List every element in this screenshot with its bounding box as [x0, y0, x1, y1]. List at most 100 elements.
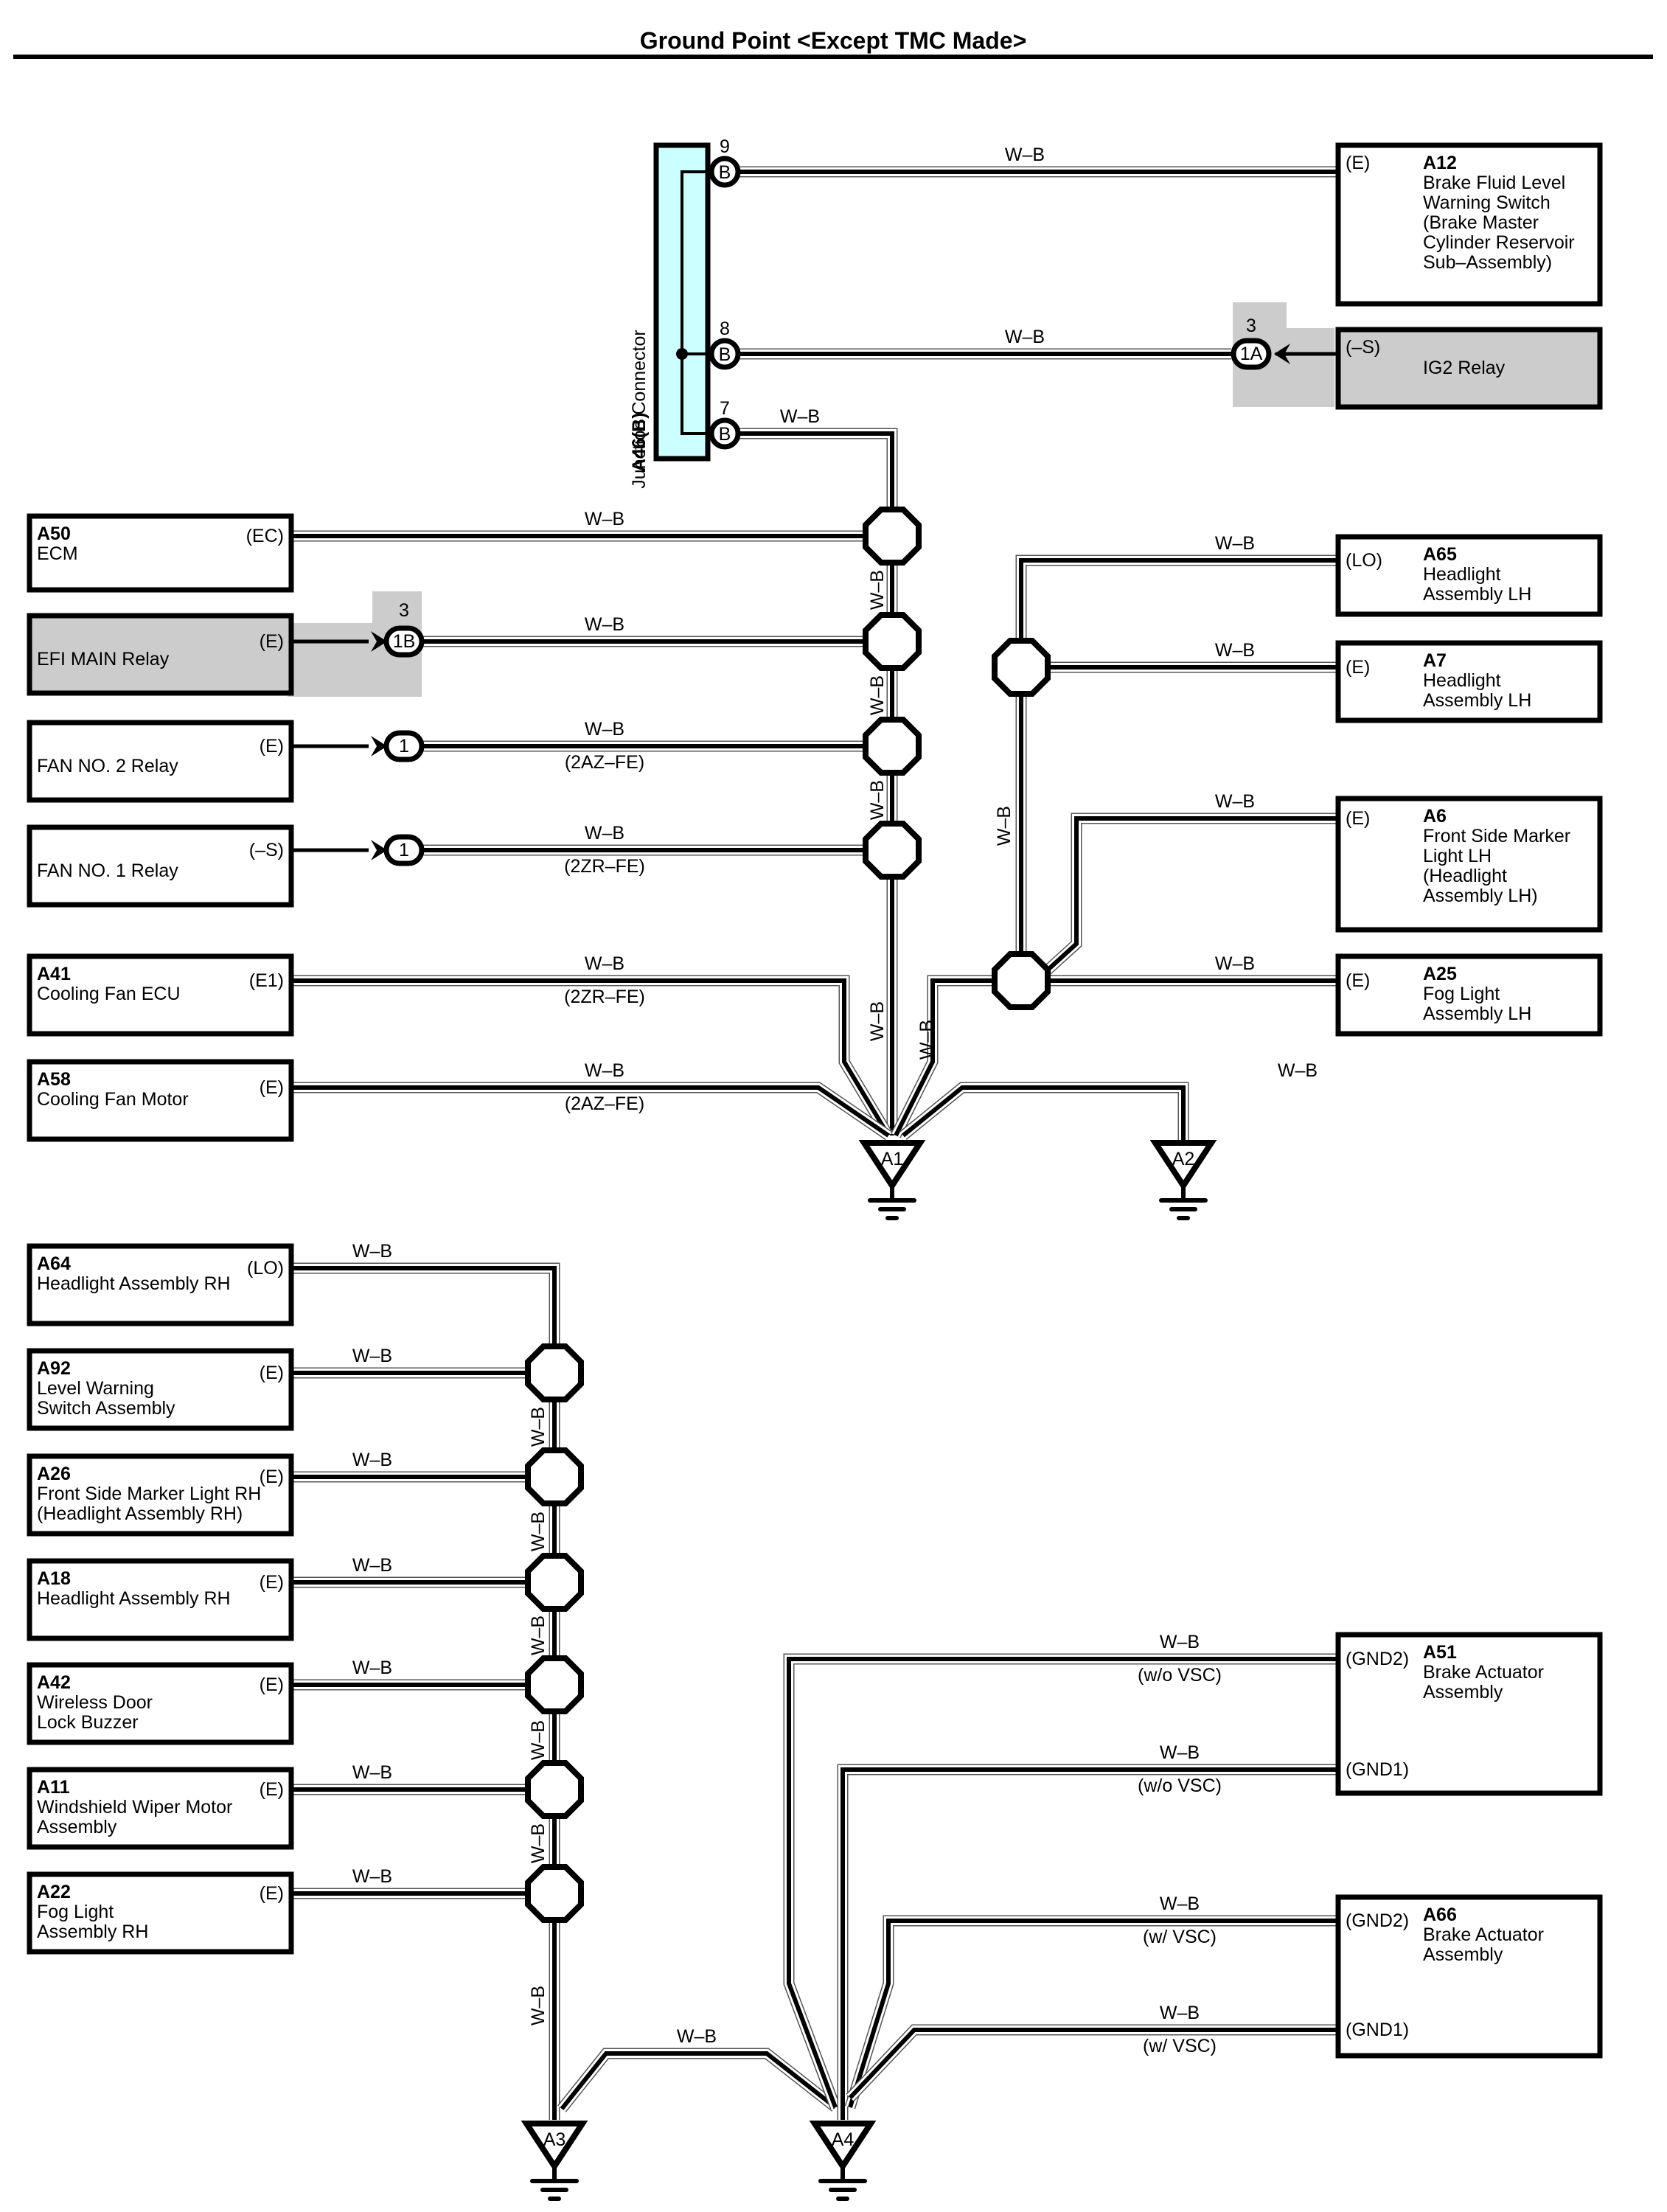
wire-color-label: W–B: [352, 1241, 392, 1262]
wire-a64: [291, 1266, 557, 2120]
wire-variant-label: (2AZ–FE): [565, 1093, 644, 1114]
component-name: Assembly LH): [1423, 886, 1538, 906]
component-name: Assembly LH: [1423, 1004, 1531, 1024]
terminal-label: (E): [260, 1779, 284, 1800]
wire-color-label: W–B: [352, 1555, 392, 1576]
efi-connector-arrow: [371, 631, 387, 652]
wire-a41: [291, 978, 891, 1137]
component-name: (Headlight Assembly RH): [37, 1503, 243, 1524]
terminal-label: (EC): [246, 526, 284, 546]
component-code: A25: [1423, 964, 1457, 984]
terminal-label: (E): [260, 1077, 284, 1098]
component-name: Level Warning: [37, 1378, 154, 1399]
terminal-label: (LO): [1346, 550, 1382, 571]
component-ig2[interactable]: IG2 Relay(–S): [1335, 327, 1603, 410]
component-box: [1335, 1632, 1603, 1796]
component-name: Light LH: [1423, 846, 1492, 866]
component-box: [1335, 142, 1603, 307]
terminal-label: (LO): [247, 1258, 284, 1279]
wire-a6-outline: [1031, 813, 1338, 985]
component-name: Front Side Marker: [1423, 826, 1570, 846]
component-code: A6: [1423, 806, 1447, 827]
fan2-connector-pin: [383, 730, 425, 762]
wire-color-label: W–B: [585, 1060, 624, 1081]
ground-point-a3[interactable]: A3: [521, 2121, 588, 2201]
component-box: [27, 1453, 294, 1537]
component-fan2[interactable]: FAN NO. 2 Relay(E): [27, 720, 294, 803]
splice-point-left-2: [863, 612, 922, 671]
wire-a25-stripe: [891, 976, 1338, 1138]
efi-connector-number: 3: [399, 600, 409, 621]
ground-point-a1[interactable]: A1: [858, 1140, 926, 1220]
terminal-label: (E): [260, 1467, 284, 1487]
wire-a6: [1034, 816, 1338, 983]
wire-color-label: W–B: [1005, 327, 1045, 347]
wire-color-label: W–B: [1215, 953, 1255, 974]
component-code: A11: [37, 1777, 70, 1798]
wire-color-label: W–B: [585, 719, 624, 740]
wire-variant-label: (2ZR–FE): [564, 987, 645, 1007]
component-name: Switch Assembly: [37, 1398, 175, 1419]
ground-point-a2[interactable]: A2: [1149, 1140, 1217, 1220]
ground-point-a4[interactable]: A4: [809, 2121, 877, 2201]
component-box: [27, 824, 294, 908]
wire-color-label: W–B: [1005, 145, 1045, 165]
wire-a2: [902, 1085, 1186, 1143]
splice-point-right-1: [992, 638, 1051, 697]
splice-point-lower-6: [525, 1864, 584, 1923]
component-box: [1335, 953, 1603, 1037]
ground-triangle: [521, 2121, 588, 2172]
component-box: [1335, 796, 1603, 933]
component-name: Brake Actuator: [1423, 1924, 1544, 1945]
wire-color-label: W–B: [585, 509, 624, 529]
component-name: IG2 Relay: [1423, 358, 1506, 378]
fan1-connector-pin-label: 1: [399, 840, 409, 860]
junction-pin-7: [709, 417, 741, 450]
wire-color-label: W–B: [352, 1866, 392, 1887]
wire-a58: [291, 1085, 890, 1138]
component-code: A12: [1423, 153, 1457, 173]
wire-color-label: W–B: [867, 570, 888, 610]
wire-color-label: W–B: [867, 1001, 888, 1041]
component-efi[interactable]: EFI MAIN Relay(E): [27, 613, 294, 696]
wire-color-label: W–B: [1160, 2003, 1200, 2023]
wire-color-label: W–B: [1278, 1060, 1318, 1081]
efi-connector-pin-label: 1B: [393, 631, 416, 652]
terminal-label: (E): [260, 1883, 284, 1904]
wire-a66-gnd1-outline: [846, 2024, 1338, 2102]
component-code: A66: [1423, 1905, 1457, 1925]
splice-point-right-2: [992, 951, 1051, 1010]
terminal-label: (E): [1346, 657, 1370, 678]
junction-connector-code: A46(B): [629, 412, 650, 472]
terminal-label: (GND2): [1346, 1649, 1409, 1669]
wire-a64-stripe: [291, 1264, 559, 2120]
component-fan1[interactable]: FAN NO. 1 Relay(–S): [27, 824, 294, 908]
wire-color-label: W–B: [585, 614, 624, 635]
wire-color-label: W–B: [1215, 640, 1255, 661]
component-code: A7: [1423, 650, 1447, 671]
component-box: [1335, 327, 1603, 410]
junction-connector[interactable]: A46(B)Junction Connector: [629, 142, 711, 489]
wire-color-label: W–B: [528, 1512, 549, 1551]
component-name: FAN NO. 2 Relay: [37, 756, 178, 776]
component-code: A18: [37, 1568, 71, 1589]
component-code: A26: [37, 1464, 71, 1484]
wire-jc-pin7: [726, 431, 894, 1135]
